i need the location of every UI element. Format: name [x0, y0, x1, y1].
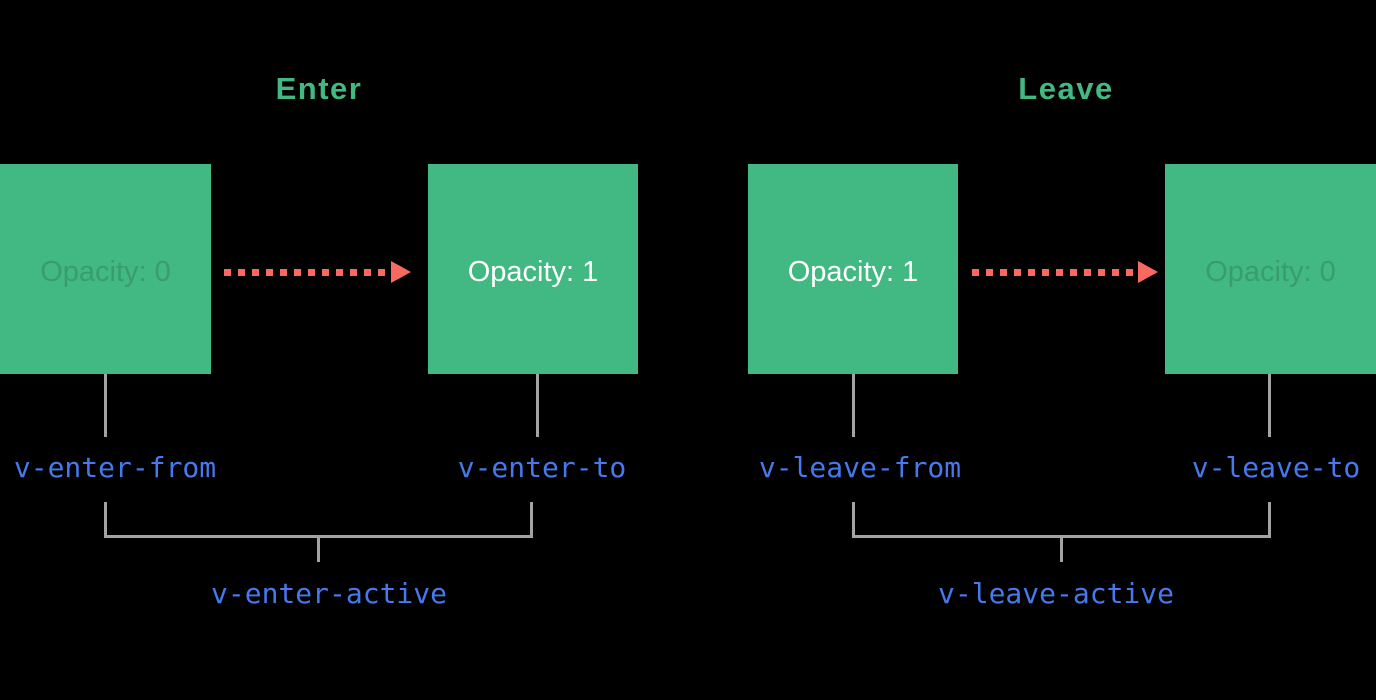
leave-active-class-label: v-leave-active — [937, 577, 1175, 610]
enter-active-bracket-stem — [317, 538, 320, 562]
enter-active-bracket — [104, 502, 533, 538]
enter-to-box: Opacity: 1 — [428, 164, 638, 374]
leave-to-box: Opacity: 0 — [1165, 164, 1376, 374]
leave-section-title: Leave — [1018, 71, 1114, 106]
leave-to-connector-line — [1268, 374, 1271, 437]
enter-dashed-arrow-line — [224, 269, 391, 276]
leave-from-box: Opacity: 1 — [748, 164, 958, 374]
leave-arrowhead-icon — [1138, 261, 1158, 283]
enter-section-title: Enter — [275, 71, 363, 106]
enter-from-class-label: v-enter-from — [13, 451, 217, 484]
leave-active-bracket — [852, 502, 1271, 538]
leave-from-class-label: v-leave-from — [758, 451, 962, 484]
enter-to-connector-line — [536, 374, 539, 437]
enter-from-box: Opacity: 0 — [0, 164, 211, 374]
leave-to-class-label: v-leave-to — [1191, 451, 1361, 484]
enter-to-class-label: v-enter-to — [457, 451, 627, 484]
leave-from-connector-line — [852, 374, 855, 437]
leave-dashed-arrow-line — [972, 269, 1138, 276]
enter-active-class-label: v-enter-active — [210, 577, 448, 610]
enter-arrowhead-icon — [391, 261, 411, 283]
enter-to-opacity-label: Opacity: 1 — [467, 255, 599, 288]
leave-to-opacity-label: Opacity: 0 — [1205, 255, 1336, 288]
enter-from-connector-line — [104, 374, 107, 437]
leave-active-bracket-stem — [1060, 538, 1063, 562]
leave-from-opacity-label: Opacity: 1 — [787, 255, 919, 288]
enter-from-opacity-label: Opacity: 0 — [40, 255, 171, 288]
